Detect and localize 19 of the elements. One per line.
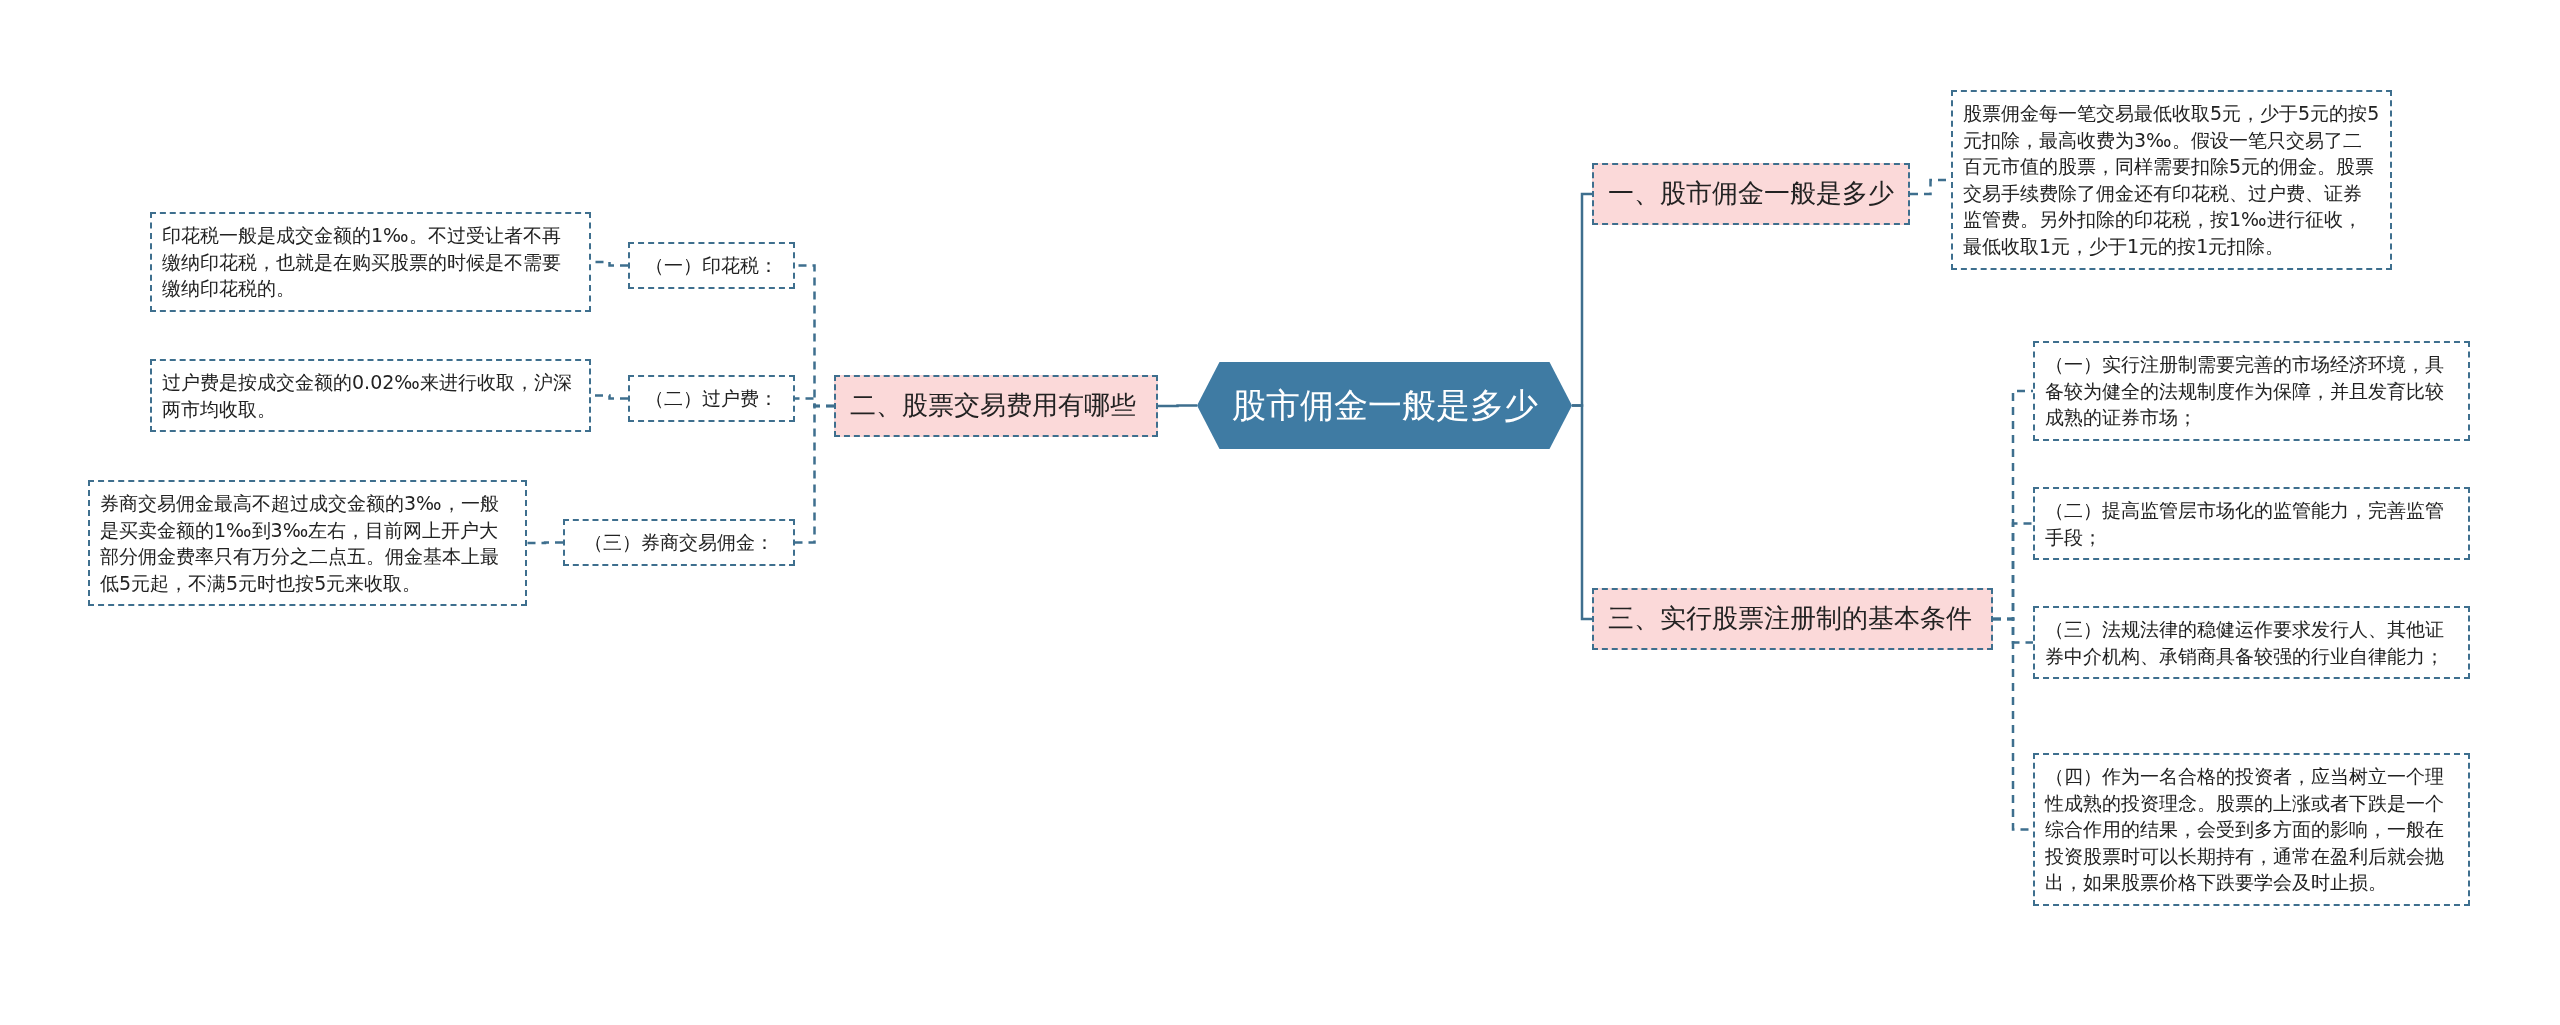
- subtopic-box: （三）券商交易佣金：: [563, 519, 795, 566]
- subtopic-box: （一）印花税：: [628, 242, 795, 289]
- text-box: 股票佣金每一笔交易最低收取5元，少于5元的按5元扣除，最高收费为3‰。假设一笔只交易了二百元市值的股票，同样需要扣除5元的佣金。股票交易手续费除了佣金还有印花税、过户费、证券监管费。另外扣除的印花税，按1‰进行征收，最低收取1元，少于1元的按1元扣除。: [1951, 90, 2392, 270]
- topic-box: 二、股票交易费用有哪些: [834, 375, 1158, 437]
- text-box: （二）提高监管层市场化的监管能力，完善监管手段；: [2033, 487, 2470, 561]
- topic-title: 股市佣金一般是多少: [1231, 383, 1538, 427]
- text-box: 过户费是按成交金额的0.02‰来进行收取，沪深两市均收取。: [150, 359, 591, 433]
- text-box: （三）法规法律的稳健运作要求发行人、其他证券中介机构、承销商具备较强的行业自律能力；: [2033, 606, 2470, 680]
- text-box: 券商交易佣金最高不超过成交金额的3‰，一般是买卖金额的1‰到3‰左右，目前网上开户大部分佣金费率只有万分之二点五。佣金基本上最低5元起，不满5元时也按5元来收取。: [88, 480, 527, 607]
- connector-line: [527, 541, 563, 545]
- subtopic-box: （二）过户费：: [628, 375, 795, 422]
- text-box: （四）作为一名合格的投资者，应当树立一个理性成熟的投资理念。股票的上涨或者下跌是一个综合作用的结果，会受到多方面的影响，一般在投资股票时可以长期持有，通常在盈利后就会抛出，如果股票价格下跌要学会及时止损。: [2033, 753, 2470, 906]
- connector-line: [1158, 404, 1197, 408]
- connector-line: [1572, 404, 1592, 621]
- text-box: 印花税一般是成交金额的1‰。不过受让者不再缴纳印花税，也就是在购买股票的时候是不需要缴纳印花税的。: [150, 212, 591, 312]
- text-box: （一）实行注册制需要完善的市场经济环境，具备较为健全的法规制度作为保障，并且发育比较成熟的证券市场；: [2033, 341, 2470, 441]
- topic-box: 一、股市佣金一般是多少: [1592, 163, 1910, 225]
- connector-line: [795, 404, 834, 544]
- topic-box: 三、实行股票注册制的基本条件: [1592, 588, 1993, 650]
